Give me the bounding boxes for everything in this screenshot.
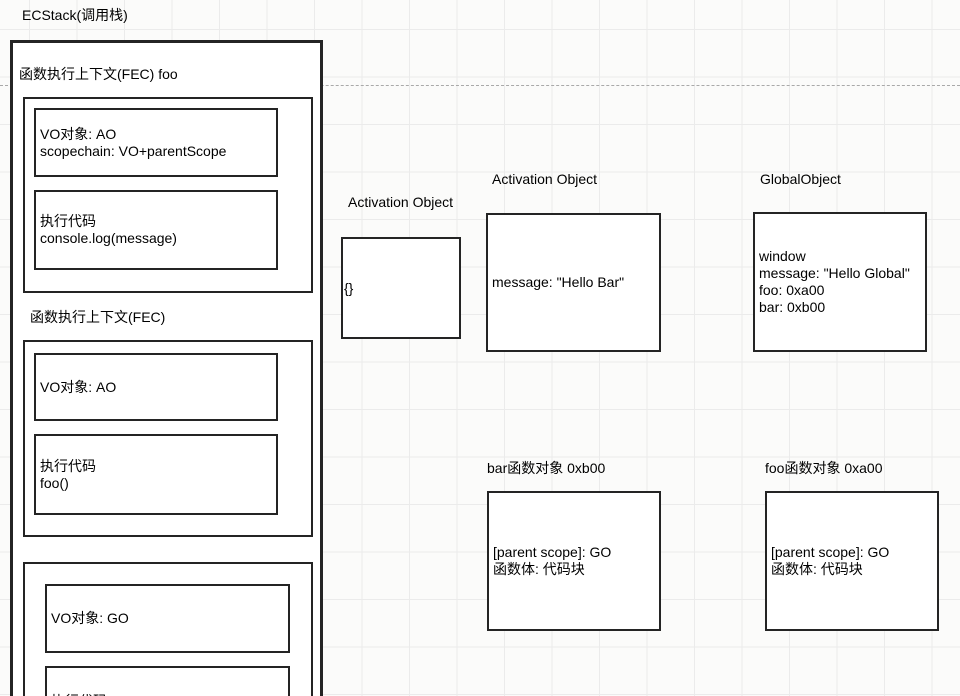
vo-line: VO对象: AO xyxy=(40,378,117,395)
gec-vo-box: VO对象: GO xyxy=(45,584,290,653)
foo-function-object-box: [parent scope]: GO 函数体: 代码块 xyxy=(765,491,939,631)
gec-code-box: 执行代码 xyxy=(45,666,290,696)
ecstack-title: ECStack(调用栈) xyxy=(22,7,128,23)
fec-label: 函数执行上下文(FEC) xyxy=(30,309,166,325)
fec-code-box: 执行代码 foo() xyxy=(34,434,278,515)
dashed-separator-line xyxy=(0,85,960,86)
function-body-line: 函数体: 代码块 xyxy=(771,561,863,577)
message-line: message: "Hello Global" xyxy=(759,265,910,281)
code-line: console.log(message) xyxy=(40,230,177,246)
fec-foo-vo-box: VO对象: AO scopechain: VO+parentScope xyxy=(34,108,278,177)
fec-foo-label: 函数执行上下文(FEC) foo xyxy=(19,66,178,82)
scopechain-line: scopechain: VO+parentScope xyxy=(40,142,227,159)
code-title-line: 执行代码 xyxy=(40,457,96,474)
bar-function-object-box: [parent scope]: GO 函数体: 代码块 xyxy=(487,491,661,631)
foo-function-object-label: foo函数对象 0xa00 xyxy=(765,460,883,476)
parent-scope-line: [parent scope]: GO xyxy=(493,544,612,560)
bar-function-object-label: bar函数对象 0xb00 xyxy=(487,460,606,476)
global-object-label: GlobalObject xyxy=(760,171,841,187)
function-body-line: 函数体: 代码块 xyxy=(493,561,585,577)
activation-object-foo-label: Activation Object xyxy=(348,194,454,210)
activation-object-bar-label: Activation Object xyxy=(492,171,598,187)
vo-line: VO对象: AO xyxy=(40,125,117,142)
foo-pointer-line: foo: 0xa00 xyxy=(759,282,825,298)
global-object-box: window message: "Hello Global" foo: 0xa0… xyxy=(753,212,927,352)
fec-vo-box: VO对象: AO xyxy=(34,353,278,421)
code-title-line: 执行代码 xyxy=(51,693,288,696)
empty-object-literal: {} xyxy=(344,279,354,296)
bar-pointer-line: bar: 0xb00 xyxy=(759,299,826,315)
message-line: message: "Hello Bar" xyxy=(492,274,625,290)
fec-foo-code-box: 执行代码 console.log(message) xyxy=(34,190,278,270)
vo-line: VO对象: GO xyxy=(51,610,129,626)
activation-object-bar-box: message: "Hello Bar" xyxy=(486,213,661,352)
activation-object-foo-box: {} xyxy=(341,237,461,339)
code-line: foo() xyxy=(40,474,69,491)
code-title-line: 执行代码 xyxy=(40,213,96,229)
window-line: window xyxy=(759,248,806,264)
parent-scope-line: [parent scope]: GO xyxy=(771,544,890,560)
